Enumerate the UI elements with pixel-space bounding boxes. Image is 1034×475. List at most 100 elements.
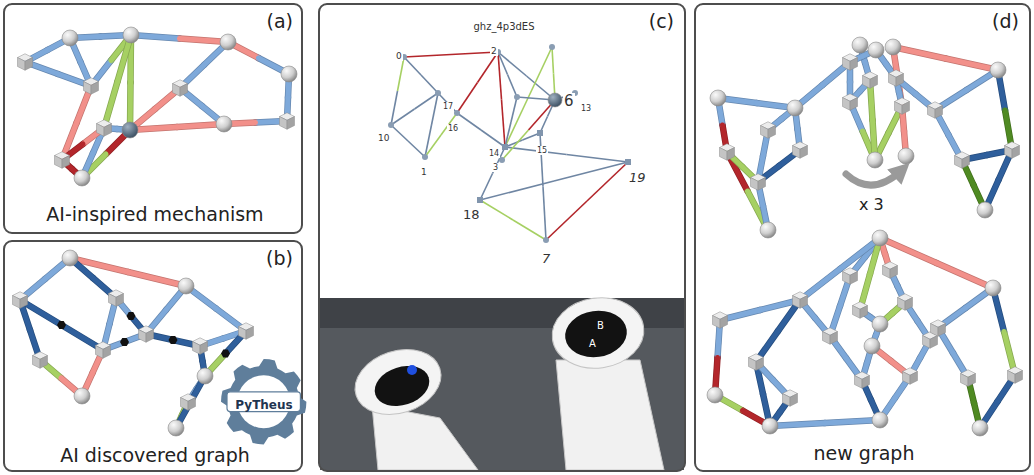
figure-panel: (d) new graph — [694, 3, 1031, 472]
graph-vertex-cube — [968, 374, 976, 387]
graph-vertex-cube — [756, 358, 764, 371]
graph-vertex-cube — [843, 272, 851, 285]
text-holder: (d) — [990, 11, 1021, 33]
graph-vertex-cube — [720, 316, 728, 329]
screen-edge — [404, 57, 421, 75]
edge-bead — [120, 338, 129, 346]
screen-edge — [498, 52, 508, 75]
graph-vertex — [216, 116, 232, 132]
screen-vertex — [543, 237, 549, 243]
screen-edge — [425, 135, 441, 157]
graph-vertex — [62, 250, 78, 266]
graph-vertex-cube — [287, 117, 295, 130]
screen-edge — [511, 97, 517, 122]
graph-vertex-cube — [96, 346, 104, 359]
graph-vertex-cube — [955, 156, 963, 169]
text-holder: ghz_4p3dES — [471, 16, 536, 34]
figure-panel: (c) ghz_4p3dES — [318, 3, 686, 472]
text-holder: (c) — [647, 11, 676, 33]
text-holder: 2 — [490, 40, 498, 58]
edge-tube-shadow — [128, 272, 186, 286]
vertex-number: 10 — [377, 133, 390, 143]
graph-vertex — [220, 34, 236, 50]
graph-vertex-cube — [1015, 371, 1023, 384]
vertex-number: 15 — [536, 146, 548, 155]
graph-vertex-cube — [180, 84, 188, 97]
pointer-dot — [407, 365, 417, 375]
graph-vertex — [168, 420, 184, 436]
graph-vertex-cube — [938, 324, 946, 337]
graph-vertex-cube — [25, 58, 33, 71]
text-holder: 6 — [563, 92, 575, 110]
edge-tube-shadow — [937, 263, 994, 288]
graph-vertex — [74, 170, 90, 186]
vr-photo — [320, 292, 684, 470]
screen-edge — [391, 125, 408, 141]
graph-vertex-cube — [903, 372, 911, 385]
graph-vertex-cube — [751, 178, 759, 191]
graph-vertex-cube — [188, 398, 196, 411]
graph-vertex-cube — [902, 102, 910, 115]
graph-vertex-cube — [910, 372, 918, 385]
panel-caption: new graph — [812, 443, 917, 465]
screen-graph — [388, 44, 631, 243]
panel-letter: (c) — [647, 11, 676, 33]
graph-vertex-cube — [713, 316, 721, 329]
graph-vertex-cube — [181, 398, 189, 411]
text-holder: 1 — [420, 161, 428, 179]
figure-panel: (a) AI-inspired mechanism — [3, 3, 303, 234]
graph-vertex-cube — [905, 298, 913, 311]
panel-caption: AI discovered graph — [58, 445, 252, 467]
vertex-number: 3 — [492, 163, 499, 172]
text-holder: 13 — [580, 97, 592, 115]
button-letter: A — [588, 338, 597, 350]
text-holder: AI discovered graph — [58, 445, 252, 467]
text-holder: B — [596, 315, 605, 333]
text-holder: new graph — [812, 443, 917, 465]
edge-bead — [221, 350, 230, 358]
screen-vertex — [454, 110, 460, 116]
screen-edge — [502, 100, 506, 148]
graph-drawing — [710, 37, 1020, 238]
graph-vertex-cube — [855, 376, 863, 389]
graph-vertex-cube — [33, 356, 41, 369]
screen-edge — [480, 181, 554, 200]
text-holder: A — [588, 333, 597, 351]
graph-vertex — [281, 66, 297, 82]
figure-panel: PyTheus(b)AI discovered graph — [3, 240, 303, 472]
text-holder: 0 — [395, 45, 403, 63]
screen-edge — [391, 91, 398, 125]
text-holder: (b) — [264, 248, 295, 270]
graph-vertex-cube — [843, 98, 851, 111]
graph-vertex-cube — [862, 376, 870, 389]
gear-ribbon — [227, 392, 300, 412]
screen-edge — [505, 122, 511, 147]
window-title: ghz_4p3dES — [471, 21, 536, 33]
graph-vertex — [990, 62, 1006, 78]
graph-vertex-cube — [727, 148, 735, 161]
graph-vertex-cube — [146, 330, 154, 343]
screen-edge — [480, 174, 493, 201]
text-holder: 18 — [462, 205, 481, 223]
graph-vertex-cube — [246, 327, 254, 340]
graph-vertex-cube — [758, 178, 766, 191]
vertex-number: 14 — [488, 149, 500, 158]
graph-vertex-cube — [793, 296, 801, 309]
panel-letter: (a) — [265, 11, 295, 33]
graph-vertex-cube — [1008, 371, 1016, 384]
text-holder: 10 — [377, 127, 390, 145]
graph-vertex — [868, 42, 884, 58]
graph-edge — [128, 272, 186, 286]
screen-edge — [546, 201, 587, 240]
text-holder: AI-inspired mechanism — [44, 204, 265, 226]
screen-edge — [587, 162, 628, 201]
vertex-number: 0 — [395, 51, 403, 61]
graph-vertex-cube — [898, 298, 906, 311]
graph-vertex-cube — [40, 356, 48, 369]
edge-bead — [169, 336, 178, 344]
graph-vertex-cube — [62, 156, 70, 169]
vertex-number: 17 — [442, 102, 454, 111]
screen-edge — [513, 220, 546, 240]
button-letter: B — [596, 320, 605, 332]
